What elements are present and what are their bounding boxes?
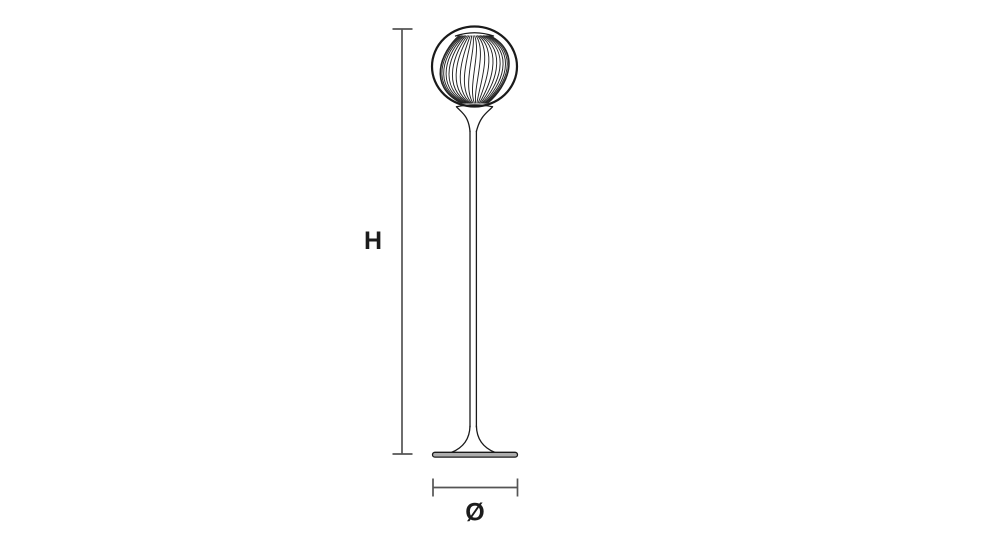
base-plate <box>431 451 519 458</box>
globe-swirl-line <box>443 35 466 104</box>
globe-swirl-line <box>478 35 494 104</box>
globe-cap-seam <box>454 32 495 37</box>
diameter-dimension-label: Ø <box>465 499 484 527</box>
neck-flare-right <box>475 106 494 133</box>
globe-swirl-line <box>441 35 465 104</box>
globe-swirl-line <box>463 35 473 104</box>
diameter-dimension: Ø <box>432 478 519 527</box>
globe-swirl-line <box>486 35 510 104</box>
globe-swirl-line <box>484 35 508 104</box>
globe-swirl-line <box>451 35 469 104</box>
base-flare-right <box>475 425 496 454</box>
base-flare-left <box>450 425 471 454</box>
globe-swirl-line <box>440 35 463 104</box>
globe-swirl-line <box>448 35 468 104</box>
height-dimension-label: H <box>364 227 382 255</box>
height-dimension: H <box>364 28 413 455</box>
globe-swirl-line <box>455 35 471 104</box>
floor-lamp <box>430 25 519 458</box>
globe-swirl-line <box>477 35 490 104</box>
globe-swirl-line <box>482 35 504 104</box>
globe-swirl-line <box>476 35 486 104</box>
globe-swirl-line <box>480 35 498 104</box>
globe-swirl-line <box>472 35 477 104</box>
neck-flare-left <box>455 106 471 133</box>
globe-swirl-lines <box>439 35 510 104</box>
globe-swirl-line <box>468 35 474 104</box>
globe-swirl-line <box>481 35 501 104</box>
globe-swirl-line <box>487 35 510 104</box>
globe-bottom-rim <box>455 104 494 108</box>
globe-swirl-line <box>459 35 472 104</box>
globe-swirl-line <box>474 35 481 104</box>
globe-swirl-line <box>445 35 467 104</box>
lamp-globe-outline <box>430 25 519 108</box>
globe-swirl-line <box>483 35 506 104</box>
